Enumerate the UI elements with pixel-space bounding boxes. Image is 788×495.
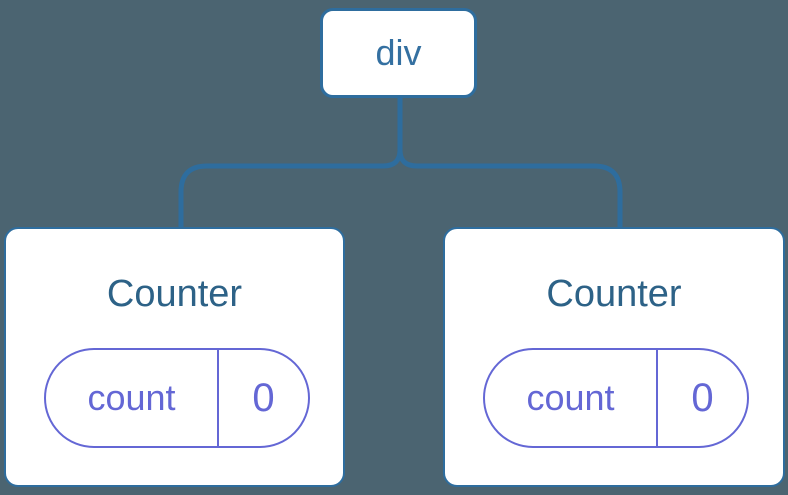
counter-card: Counter count 0	[4, 227, 345, 487]
state-key-label: count	[46, 350, 219, 446]
state-value: 0	[691, 375, 714, 420]
connector-path-left	[178, 96, 403, 228]
root-node-label: div	[375, 32, 422, 73]
root-node: div	[320, 8, 477, 98]
state-pill: count 0	[483, 348, 749, 448]
counter-title: Counter	[546, 273, 682, 315]
counter-title: Counter	[106, 273, 243, 315]
connector-path-right	[397, 96, 623, 228]
counter-card: Counter count 0	[443, 227, 785, 487]
state-pill: count 0	[44, 348, 310, 448]
state-key-label: count	[485, 350, 658, 446]
state-value: 0	[252, 375, 275, 420]
